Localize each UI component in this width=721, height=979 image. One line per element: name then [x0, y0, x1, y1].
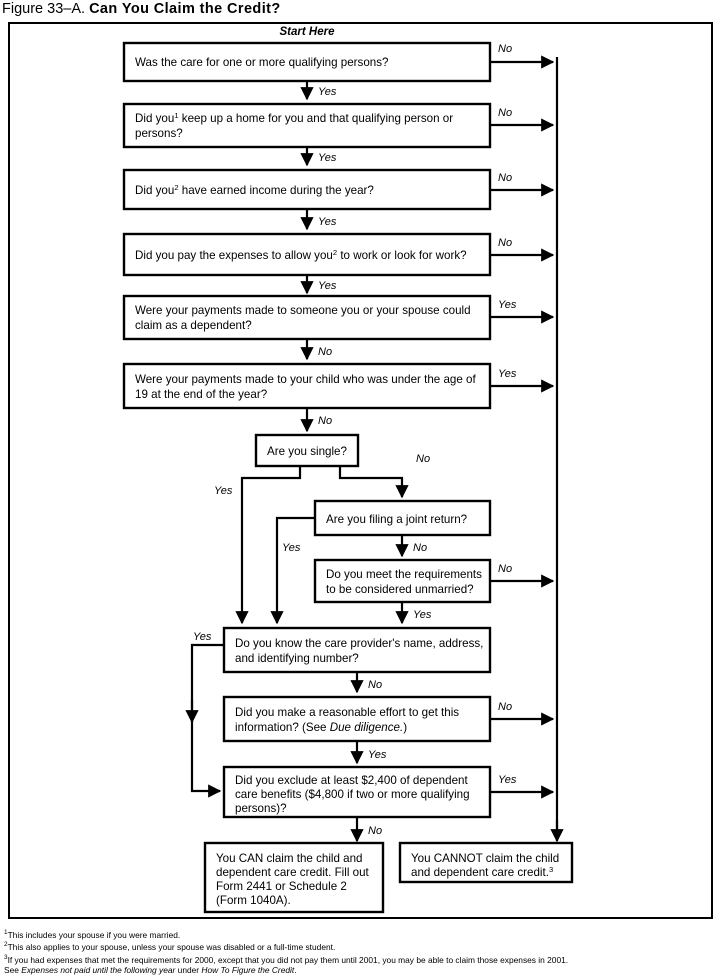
node-q3[interactable] — [122, 168, 492, 211]
node-q8-line1: Are you filing a joint return? — [326, 513, 468, 526]
node-q5-line1: Were your payments made to someone you o… — [135, 304, 471, 317]
node-q12-line1: Did you exclude at least $2,400 of depen… — [235, 774, 468, 787]
edge-label-q2-no: No — [498, 107, 512, 119]
footnote-1-marker: 1 — [4, 929, 8, 936]
edge-label-q10-no: No — [368, 679, 382, 691]
edge-label-q10-yes: Yes — [193, 631, 212, 643]
edge-label-q8-yes: Yes — [282, 542, 301, 554]
node-q8[interactable] — [313, 499, 492, 537]
edge-q7-yes — [235, 466, 302, 625]
node-q1-line1: Was the care for one or more qualifying … — [135, 56, 389, 69]
edge-label-q4-yes: Yes — [318, 280, 337, 292]
node-q7[interactable] — [254, 433, 360, 468]
node-q11-line2: information? (See Due diligence.) — [235, 721, 407, 734]
edge-label-q2-yes: Yes — [318, 152, 337, 164]
edge-label-q5-yes: Yes — [498, 299, 517, 311]
footnote-3-text: If you had expenses that met the require… — [7, 954, 569, 965]
footnote-3b-italic-2: How To Figure the Credit — [201, 965, 295, 976]
edge-label-q9-yes: Yes — [413, 609, 432, 621]
edge-label-q4-no: No — [498, 237, 512, 249]
figure-name: Can You Claim the Credit? — [89, 1, 281, 17]
node-q9-line2: to be considered unmarried? — [326, 583, 474, 596]
node-q5-line2: claim as a dependent? — [135, 319, 252, 332]
start-here-label: Start Here — [280, 26, 336, 38]
node-q10-line1: Do you know the care provider's name, ad… — [235, 637, 483, 650]
node-q6-line1: Were your payments made to your child wh… — [135, 373, 476, 386]
node-q2-line2: persons? — [135, 127, 183, 140]
node-q12-line3: persons)? — [235, 802, 287, 815]
node-q2[interactable] — [122, 102, 492, 149]
edge-label-q1-yes: Yes — [318, 86, 337, 98]
edge-label-q5-no: No — [318, 346, 332, 358]
node-q4-line1: Did you pay the expenses to allow you2 t… — [135, 248, 467, 263]
footnote-3: 3If you had expenses that met the requir… — [4, 953, 719, 965]
edge-label-q8-no: No — [413, 542, 427, 554]
footnote-2-text: This also applies to your spouse, unless… — [7, 942, 336, 953]
node-can-line4: (Form 1040A). — [216, 894, 291, 907]
edge-label-q6-no: No — [318, 415, 332, 427]
footnote-1: 1This includes your spouse if you were m… — [4, 928, 719, 940]
edge-label-q11-yes: Yes — [368, 749, 387, 761]
footnote-3-marker: 3 — [4, 953, 8, 961]
edge-label-q7-yes: Yes — [214, 485, 233, 497]
edge-label-q3-yes: Yes — [318, 216, 337, 228]
footnote-2-marker: 2 — [4, 941, 8, 949]
edge-label-q12-yes: Yes — [498, 774, 517, 786]
edge-label-q3-no: No — [498, 172, 512, 184]
footnote-3b-post: . — [294, 965, 297, 976]
edge-q10-yes — [190, 643, 224, 798]
footnote-3b-pre: See — [4, 965, 22, 976]
figure-number: Figure 33–A. — [2, 1, 86, 17]
node-q6[interactable] — [122, 362, 492, 410]
node-can-line3: Form 2441 or Schedule 2 — [216, 880, 347, 893]
edge-label-q9-no: No — [498, 563, 512, 575]
edge-label-q7-no: No — [416, 453, 430, 465]
edge-label-q12-no: No — [368, 825, 382, 837]
edge-label-q6-yes: Yes — [498, 368, 517, 380]
node-q10[interactable] — [222, 626, 492, 674]
node-q2-line1: Did you1 keep up a home for you and that… — [135, 111, 453, 126]
footnote-3b-italic-1: Expenses not paid until the following ye… — [21, 965, 176, 976]
footnote-3-continued: See Expenses not paid until the followin… — [4, 965, 719, 976]
node-q5[interactable] — [122, 294, 492, 341]
footnote-2: 2This also applies to your spouse, unles… — [4, 940, 719, 952]
footnotes: 1This includes your spouse if you were m… — [4, 928, 719, 976]
footnote-1-text: This includes your spouse if you were ma… — [7, 929, 181, 940]
node-q7-line1: Are you single? — [267, 445, 347, 458]
node-can-claim[interactable] — [203, 841, 385, 914]
node-cannot-claim[interactable] — [398, 841, 574, 884]
flowchart-frame — [8, 22, 713, 919]
node-can-line2: dependent care credit. Fill out — [216, 866, 370, 879]
node-q3-line1: Did you2 have earned income during the y… — [135, 183, 374, 198]
node-q6-line2: 19 at the end of the year? — [135, 388, 268, 401]
edge-q8-yes — [270, 516, 315, 625]
edge-q7-no — [338, 466, 409, 499]
node-cannot-line2: and dependent care credit.3 — [411, 865, 553, 880]
footnote-3b-mid: under — [175, 965, 202, 976]
node-q11-line1: Did you make a reasonable effort to get … — [235, 706, 459, 719]
node-q9-line1: Do you meet the requirements — [326, 568, 482, 581]
edge-label-q1-no: No — [498, 43, 512, 55]
node-q10-line2: and identifying number? — [235, 652, 359, 665]
node-cannot-line1: You CANNOT claim the child — [411, 852, 559, 865]
figure-title: Figure 33–A. Can You Claim the Credit? — [2, 0, 719, 20]
edge-label-q11-no: No — [498, 701, 512, 713]
node-q11[interactable] — [222, 695, 492, 743]
node-can-line1: You CAN claim the child and — [216, 852, 363, 865]
node-q12-line2: care benefits ($4,800 if two or more qua… — [235, 788, 470, 801]
